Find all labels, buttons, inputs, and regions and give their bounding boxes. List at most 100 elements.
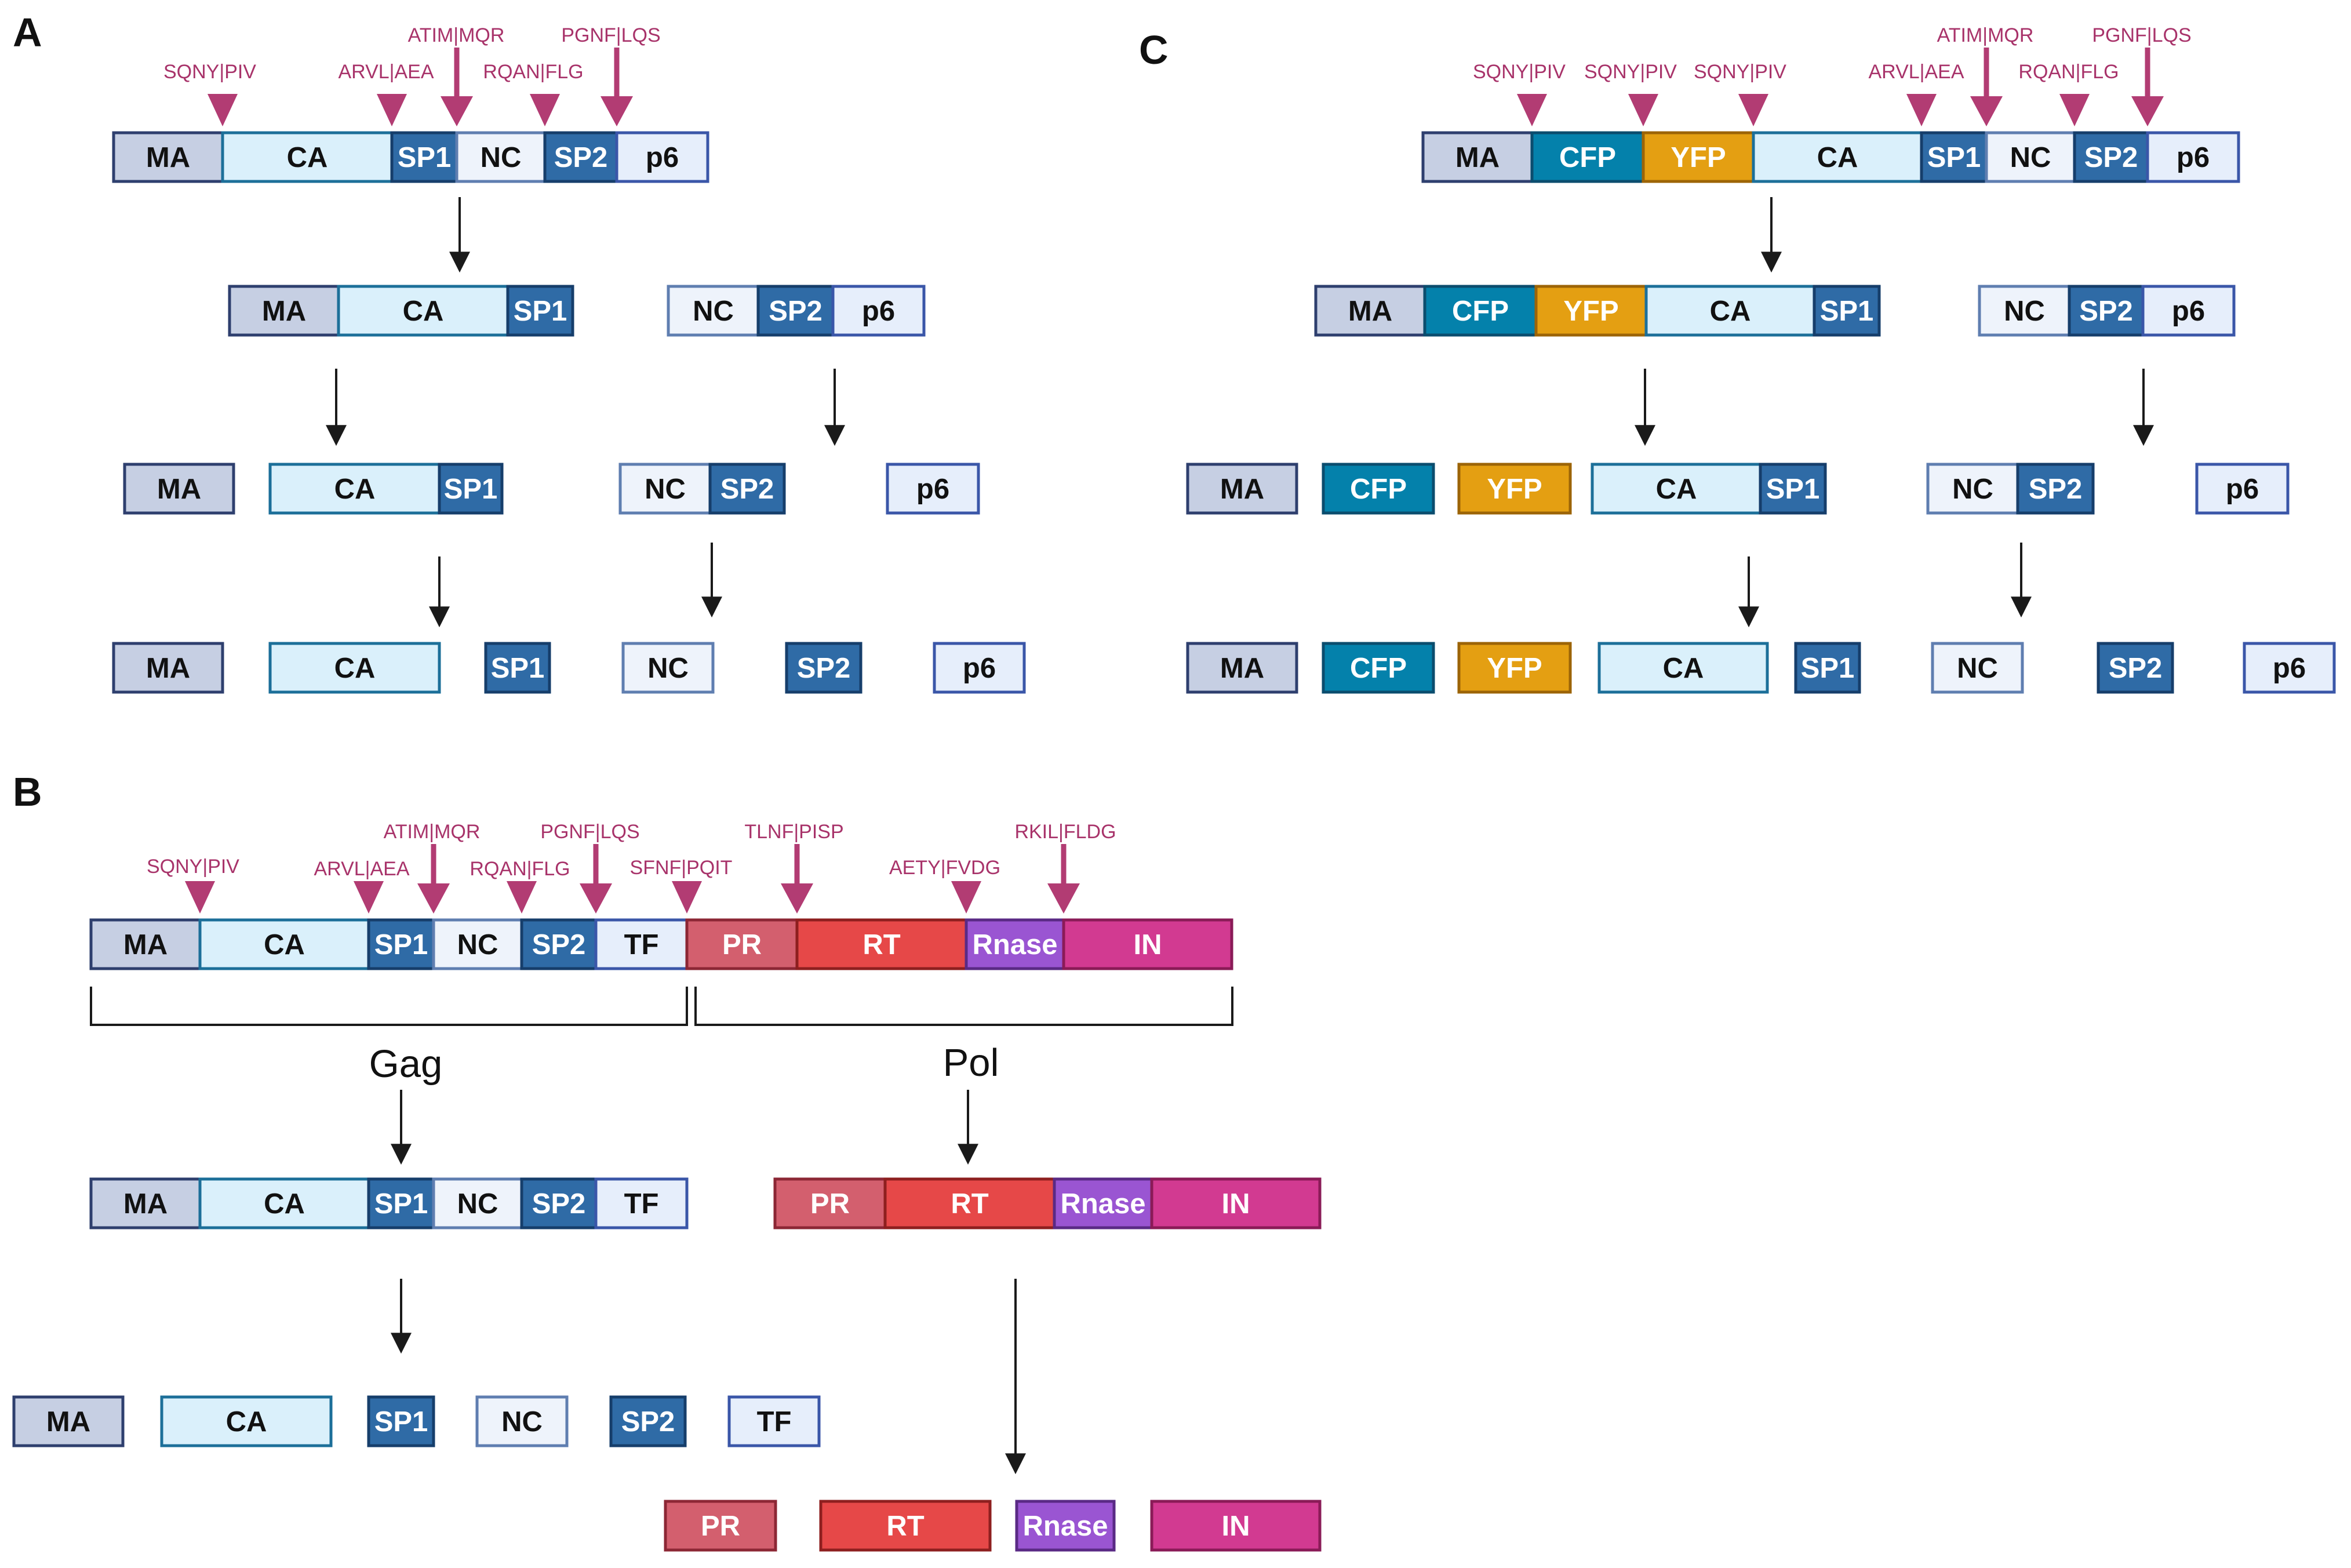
sp1-segment: SP1	[506, 285, 574, 337]
cleavage-arrow-icon	[441, 96, 473, 126]
cleavage-marker-icon	[1738, 94, 1768, 126]
cleavage-site-atim: ATIM|MQR	[408, 24, 504, 126]
sp2-label: SP2	[532, 1188, 586, 1220]
cleavage-arrow-icon	[2131, 96, 2164, 126]
sp2-label: SP2	[769, 296, 823, 327]
panel-label-a: A	[13, 10, 42, 55]
nc-label: NC	[693, 296, 734, 327]
cleavage-site-sqny: SQNY|PIV	[147, 856, 239, 914]
cleavage-site-label: ATIM|MQR	[1937, 24, 2034, 46]
sp1-label: SP1	[1801, 653, 1855, 684]
panel-c-step3-p6-row: p6	[2195, 463, 2290, 515]
tf-label: TF	[624, 929, 659, 961]
ma-label: MA	[1455, 142, 1500, 173]
cleavage-site-label: TLNF|PISP	[744, 821, 843, 843]
sp2-segment: SP2	[785, 642, 862, 694]
ma-segment: MA	[1421, 131, 1534, 183]
cleavage-site-arvl: ARVL|AEA	[1868, 61, 1964, 126]
rt-label: RT	[886, 1511, 924, 1542]
ma-label: MA	[123, 929, 168, 961]
pr-segment: PR	[685, 918, 799, 970]
p6-label: p6	[2226, 474, 2259, 505]
ma-segment: MA	[89, 918, 202, 970]
cleavage-marker-icon	[2059, 94, 2090, 126]
yfp-segment: YFP	[1457, 463, 1572, 515]
cleavage-site-label: RQAN|FLG	[2018, 61, 2119, 83]
cleavage-site-rqan: RQAN|FLG	[483, 61, 584, 126]
rnase-segment: Rnase	[1053, 1177, 1153, 1229]
cleavage-site-label: SQNY|PIV	[163, 61, 256, 83]
cleavage-marker-icon	[507, 881, 537, 914]
sp2-label: SP2	[621, 1406, 675, 1438]
ca-segment: CA	[1597, 642, 1769, 694]
in-label: IN	[1134, 929, 1162, 961]
p6-segment: p6	[2141, 285, 2236, 337]
p6-segment: p6	[831, 285, 926, 337]
sp1-label: SP1	[1820, 296, 1874, 327]
p6-segment: p6	[2195, 463, 2290, 515]
cfp-label: CFP	[1350, 653, 1407, 684]
cfp-label: CFP	[1452, 296, 1509, 327]
cleavage-arrow-icon	[580, 883, 612, 914]
cleavage-marker-icon	[530, 94, 560, 126]
sp2-label: SP2	[2084, 142, 2138, 173]
nc-label: NC	[1952, 474, 1993, 505]
sp1-label: SP1	[374, 1188, 428, 1220]
cleavage-site-label: AETY|FVDG	[889, 857, 1000, 879]
in-label: IN	[1222, 1188, 1250, 1220]
panel-label-b: B	[13, 769, 42, 814]
pr-segment: PR	[664, 1500, 777, 1552]
ma-segment: MA	[112, 131, 224, 183]
ca-segment: CA	[337, 285, 509, 337]
tf-segment: TF	[727, 1395, 821, 1447]
ca-segment: CA	[221, 131, 394, 183]
sp2-segment: SP2	[2068, 285, 2145, 337]
ma-label: MA	[1220, 474, 1264, 505]
ca-segment: CA	[198, 1177, 370, 1229]
ca-segment: CA	[268, 463, 441, 515]
rt-segment: RT	[819, 1500, 992, 1552]
rt-label: RT	[951, 1188, 988, 1220]
rnase-label: Rnase	[1060, 1188, 1145, 1220]
cleavage-site-sqny: SQNY|PIV	[1473, 61, 1566, 126]
ca-label: CA	[1710, 296, 1751, 327]
ma-segment: MA	[112, 642, 224, 694]
nc-label: NC	[645, 474, 686, 505]
rnase-segment: Rnase	[965, 918, 1065, 970]
rt-segment: RT	[883, 1177, 1056, 1229]
panel-a-int-right-row: NC SP2 p6	[667, 285, 926, 337]
cleavage-site-pgnf: PGNF|LQS	[561, 24, 661, 126]
pr-label: PR	[701, 1511, 740, 1542]
cfp-segment: CFP	[1322, 642, 1435, 694]
ca-label: CA	[264, 1188, 305, 1220]
sp2-segment: SP2	[756, 285, 835, 337]
nc-label: NC	[2010, 142, 2051, 173]
p6-segment: p6	[886, 463, 980, 515]
nc-segment: NC	[621, 642, 715, 694]
nc-label: NC	[1957, 653, 1998, 684]
cfp-segment: CFP	[1423, 285, 1538, 337]
ca-segment: CA	[268, 642, 441, 694]
sp2-label: SP2	[532, 929, 586, 961]
cleavage-site-pgnf: PGNF|LQS	[2092, 24, 2192, 126]
pr-segment: PR	[773, 1177, 887, 1229]
sp1-segment: SP1	[484, 642, 551, 694]
ca-segment: CA	[1752, 131, 1923, 183]
tf-segment: TF	[594, 1177, 689, 1229]
cleavage-arrow-icon	[601, 96, 633, 126]
cleavage-site-rqan: RQAN|FLG	[470, 858, 570, 914]
in-label: IN	[1222, 1511, 1250, 1542]
in-segment: IN	[1150, 1177, 1322, 1229]
ca-label: CA	[1663, 653, 1704, 684]
ca-label: CA	[264, 929, 305, 961]
ma-segment: MA	[89, 1177, 202, 1229]
cleavage-site-label: PGNF|LQS	[561, 24, 660, 46]
nc-label: NC	[457, 1188, 498, 1220]
sp1-label: SP1	[514, 296, 567, 327]
nc-label: NC	[647, 653, 689, 684]
sp1-segment: SP1	[438, 463, 504, 515]
p6-label: p6	[646, 142, 679, 173]
